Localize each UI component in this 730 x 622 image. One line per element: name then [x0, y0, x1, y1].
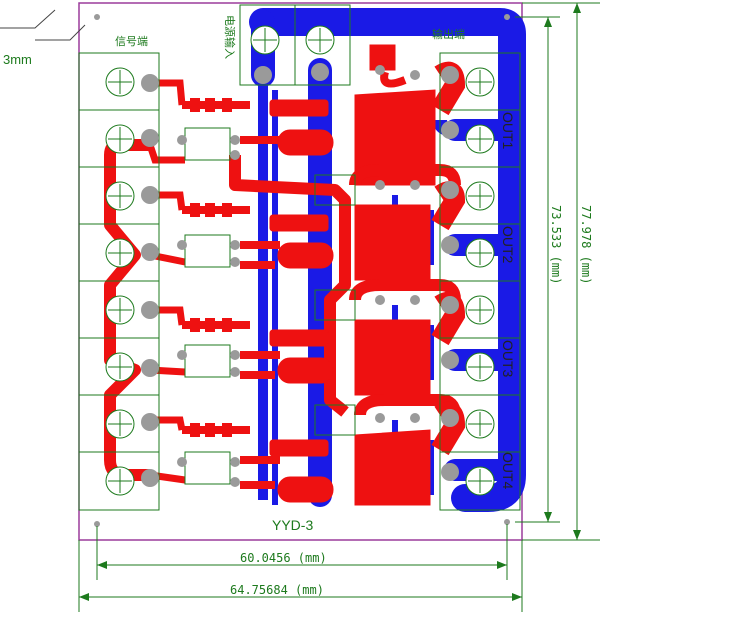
outer-height-dimension: 77.978 (mm): [579, 205, 593, 284]
power-header-label: 电源输入: [223, 15, 237, 59]
through-hole-pads: [94, 14, 510, 527]
signal-header-label: 信号端: [115, 35, 148, 48]
corner-note: 3mm: [0, 9, 86, 67]
silkscreen-layer: [78, 4, 521, 511]
outer-width-dimension: 64.75684 (mm): [230, 583, 324, 597]
output-label-3: OUT3: [500, 340, 516, 378]
output-label-1: OUT1: [500, 112, 516, 150]
output-label-2: OUT2: [500, 226, 516, 264]
dimension-lines: [78, 2, 600, 612]
output-label-4: OUT4: [500, 452, 516, 490]
inner-width-dimension: 60.0456 (mm): [240, 551, 327, 565]
screw-terminals: [105, 25, 495, 496]
output-header-label: 输出端: [432, 27, 465, 41]
output-labels: OUT1 OUT2 OUT3 OUT4: [500, 112, 516, 490]
corner-note-text: 3mm: [3, 52, 32, 67]
inner-height-dimension: 73.533 (mm): [549, 205, 563, 284]
board-name: YYD-3: [272, 517, 313, 533]
